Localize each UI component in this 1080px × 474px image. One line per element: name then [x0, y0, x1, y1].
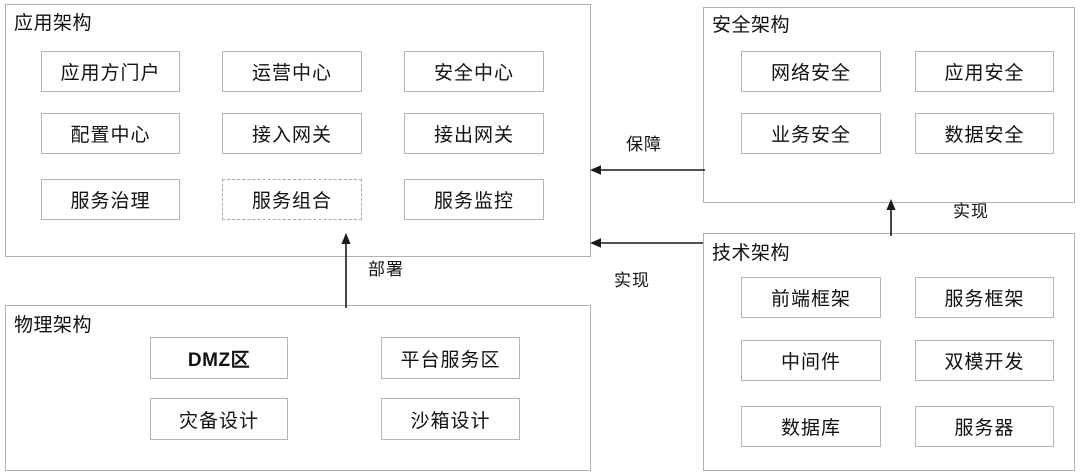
item-frontend-framework[interactable]: 前端框架: [741, 277, 881, 318]
item-operation-center[interactable]: 运营中心: [222, 51, 362, 92]
group-security-architecture[interactable]: [703, 7, 1075, 203]
connector-technology-to-security: [886, 199, 896, 236]
item-config-center[interactable]: 配置中心: [41, 113, 180, 154]
item-ingress-gateway[interactable]: 接入网关: [222, 113, 362, 154]
connector-security-to-application: [590, 165, 705, 175]
group-physical-architecture[interactable]: [5, 305, 591, 471]
connector-technology-to-application: [590, 238, 703, 248]
connector-label-security-to-application: 保障: [626, 135, 662, 154]
item-disaster-recovery-design[interactable]: 灾备设计: [150, 398, 288, 440]
group-title-security-architecture: 安全架构: [712, 15, 791, 36]
group-title-technology-architecture: 技术架构: [712, 243, 791, 264]
item-dmz-zone[interactable]: DMZ区: [150, 337, 288, 379]
item-egress-gateway[interactable]: 接出网关: [404, 113, 544, 154]
item-data-security[interactable]: 数据安全: [915, 113, 1054, 154]
item-platform-service-zone[interactable]: 平台服务区: [381, 337, 520, 379]
item-security-center[interactable]: 安全中心: [404, 51, 544, 92]
item-bimodal-development[interactable]: 双模开发: [915, 340, 1054, 381]
group-title-application-architecture: 应用架构: [14, 13, 93, 34]
item-sandbox-design[interactable]: 沙箱设计: [381, 398, 520, 440]
connector-label-technology-to-security: 实现: [953, 202, 989, 221]
item-service-composition[interactable]: 服务组合: [222, 179, 362, 220]
connector-label-physical-to-application: 部署: [368, 260, 404, 279]
group-title-physical-architecture: 物理架构: [14, 315, 93, 336]
item-network-security[interactable]: 网络安全: [741, 51, 881, 92]
item-application-portal[interactable]: 应用方门户: [41, 51, 180, 92]
item-database[interactable]: 数据库: [741, 406, 881, 447]
item-service-monitoring[interactable]: 服务监控: [404, 179, 544, 220]
item-business-security[interactable]: 业务安全: [741, 113, 881, 154]
connector-label-technology-to-application: 实现: [614, 271, 650, 290]
item-service-governance[interactable]: 服务治理: [41, 179, 180, 220]
connector-physical-to-application: [341, 233, 351, 308]
item-application-security[interactable]: 应用安全: [915, 51, 1054, 92]
item-service-framework[interactable]: 服务框架: [915, 277, 1054, 318]
item-middleware[interactable]: 中间件: [741, 340, 881, 381]
item-server[interactable]: 服务器: [915, 406, 1054, 447]
